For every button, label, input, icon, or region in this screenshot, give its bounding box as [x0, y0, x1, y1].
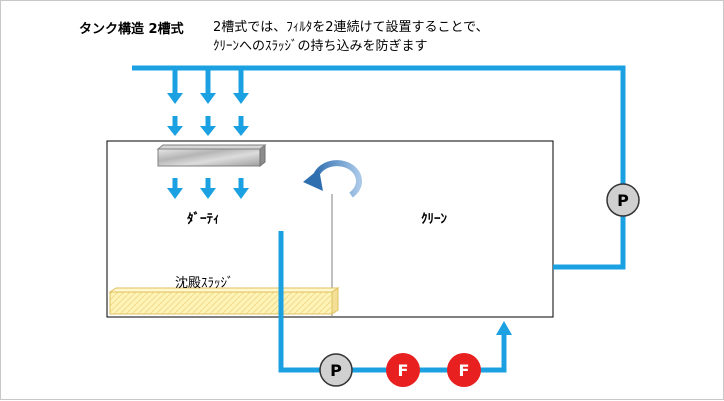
sludge-label: 沈殿ｽﾗｯｼﾞ [175, 276, 234, 291]
description-line-1: 2槽式では、ﾌｨﾙﾀを2連続けて設置することで、 [213, 20, 489, 35]
sludge-layer [108, 287, 340, 315]
filter-1: F [386, 353, 420, 387]
filter-1-label: F [398, 361, 409, 380]
pump-bottom: P [319, 353, 353, 387]
description: 2槽式では、ﾌｨﾙﾀを2連続けて設置することで、 ｸﾘｰﾝへのｽﾗｯｼﾞの持ち込… [213, 18, 489, 56]
circulation-arrow-icon [303, 160, 362, 198]
pump-top: P [606, 183, 640, 217]
pump-bottom-label: P [330, 361, 342, 380]
filter-2: F [447, 353, 481, 387]
filter-2-label: F [459, 361, 470, 380]
diagram-title: タンク構造 2槽式 [79, 22, 184, 37]
return-pipe [132, 65, 626, 270]
dirty-tank-label: ﾀﾞｰﾃｨ [187, 212, 220, 227]
clean-tank-label: ｸﾘｰﾝ [421, 212, 447, 227]
flow-arrows-down [167, 68, 249, 199]
up-arrow-icon [496, 321, 512, 335]
filter-media [156, 143, 267, 168]
description-line-2: ｸﾘｰﾝへのｽﾗｯｼﾞの持ち込みを防ぎます [213, 39, 428, 54]
pump-top-label: P [617, 191, 629, 210]
